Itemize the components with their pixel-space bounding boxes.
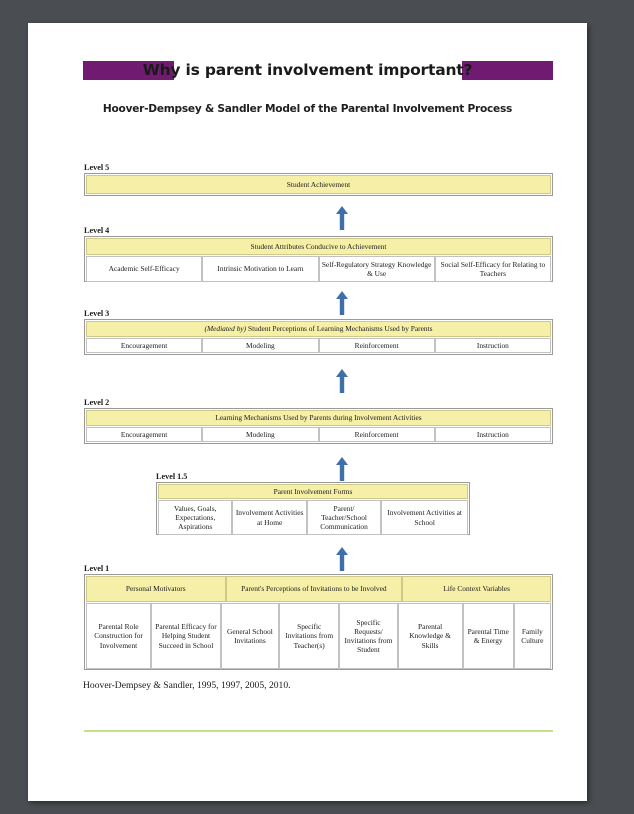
level1-header-cell-2: Parent's Perceptions of Invitations to b… xyxy=(225,576,403,602)
title-accent-bar-right xyxy=(462,61,553,80)
level15-subcell-2: Involvement Activities at Home xyxy=(232,500,307,535)
level2-subcell-1: Encouragement xyxy=(86,427,203,442)
level4-subcell-1: Academic Self-Efficacy xyxy=(86,256,203,282)
hoover-dempsey-sandler-model-diagram: Level 5 Student Achievement Level 4 Stud… xyxy=(28,23,587,801)
level2-subcell-4: Instruction xyxy=(434,427,551,442)
level-block-5: Student Achievement xyxy=(84,173,553,196)
level4-subcell-2: Intrinsic Motivation to Learn xyxy=(202,256,319,282)
level3-subcell-4: Instruction xyxy=(434,338,551,353)
level2-subcell-3: Reinforcement xyxy=(318,427,435,442)
title-accent-bar-left xyxy=(83,61,174,80)
up-arrow-icon-level4-to-level5 xyxy=(333,205,351,231)
page-title: Why is parent involvement important? xyxy=(142,61,473,79)
level-block-1-5: Parent Involvement Forms Values, Goals, … xyxy=(156,482,470,535)
level1-subcell-3: General School Invitations xyxy=(220,603,279,669)
level1-header-cell-3: Life Context Variables xyxy=(402,576,551,602)
up-arrow-icon-level2-to-level3 xyxy=(333,368,351,394)
level3-subcell-1: Encouragement xyxy=(86,338,203,353)
level3-header-cell: (Mediated by) Student Perceptions of Lea… xyxy=(86,321,551,337)
level-label-5: Level 5 xyxy=(84,163,110,172)
citation-text: Hoover-Dempsey & Sandler, 1995, 1997, 20… xyxy=(83,680,291,691)
level1-subcell-2: Parental Efficacy for Helping Student Su… xyxy=(151,603,221,669)
level3-subcell-2: Modeling xyxy=(202,338,319,353)
level1-header-cell-1: Personal Motivators xyxy=(86,576,226,602)
level3-subcell-3: Reinforcement xyxy=(318,338,435,353)
level4-subcell-3: Self-Regulatory Strategy Knowledge & Use xyxy=(318,256,435,282)
level1-subcell-5: Specific Requests/ Invitations from Stud… xyxy=(339,603,398,669)
level3-header-rest: Student Perceptions of Learning Mechanis… xyxy=(246,324,433,334)
level-label-1-5: Level 1.5 xyxy=(156,472,188,481)
level3-header-italic: (Mediated by) xyxy=(204,324,247,334)
level2-header-cell: Learning Mechanisms Used by Parents duri… xyxy=(86,410,551,426)
level4-header-cell: Student Attributes Conducive to Achievem… xyxy=(86,238,551,255)
level15-header-cell: Parent Involvement Forms xyxy=(158,484,468,499)
level-label-4: Level 4 xyxy=(84,226,110,235)
up-arrow-icon-level3-to-level4 xyxy=(333,290,351,316)
level1-subcell-4: Specific Invitations from Teacher(s) xyxy=(278,603,340,669)
up-arrow-icon-level1-to-level15 xyxy=(333,546,351,572)
level1-subcell-6: Parental Knowledge & Skills xyxy=(397,603,463,669)
title-banner: Why is parent involvement important? xyxy=(28,59,587,83)
level-label-3: Level 3 xyxy=(84,309,110,318)
page-subtitle: Hoover-Dempsey & Sandler Model of the Pa… xyxy=(102,103,513,115)
footer-divider xyxy=(84,730,553,732)
level15-subcell-4: Involvement Activities at School xyxy=(381,500,469,535)
level15-subcell-1: Values, Goals, Expectations, Aspirations xyxy=(158,500,233,535)
level-block-1: Personal Motivators Parent's Perceptions… xyxy=(84,574,553,670)
level-block-2: Learning Mechanisms Used by Parents duri… xyxy=(84,408,553,444)
level2-subcell-2: Modeling xyxy=(202,427,319,442)
level-label-2: Level 2 xyxy=(84,398,110,407)
level1-subcell-8: Family Culture xyxy=(513,603,551,669)
level-label-1: Level 1 xyxy=(84,564,110,573)
level1-subcell-7: Parental Time & Energy xyxy=(462,603,514,669)
level1-subcell-1: Parental Role Construction for Involveme… xyxy=(86,603,152,669)
document-page: Why is parent involvement important? Hoo… xyxy=(28,23,587,801)
level-block-3: (Mediated by) Student Perceptions of Lea… xyxy=(84,319,553,355)
level-block-4: Student Attributes Conducive to Achievem… xyxy=(84,236,553,282)
level15-subcell-3: Parent/ Teacher/School Communication xyxy=(306,500,382,535)
level4-subcell-4: Social Self-Efficacy for Relating to Tea… xyxy=(434,256,551,282)
level5-header-cell: Student Achievement xyxy=(86,175,551,194)
up-arrow-icon-level15-to-level2 xyxy=(333,456,351,482)
